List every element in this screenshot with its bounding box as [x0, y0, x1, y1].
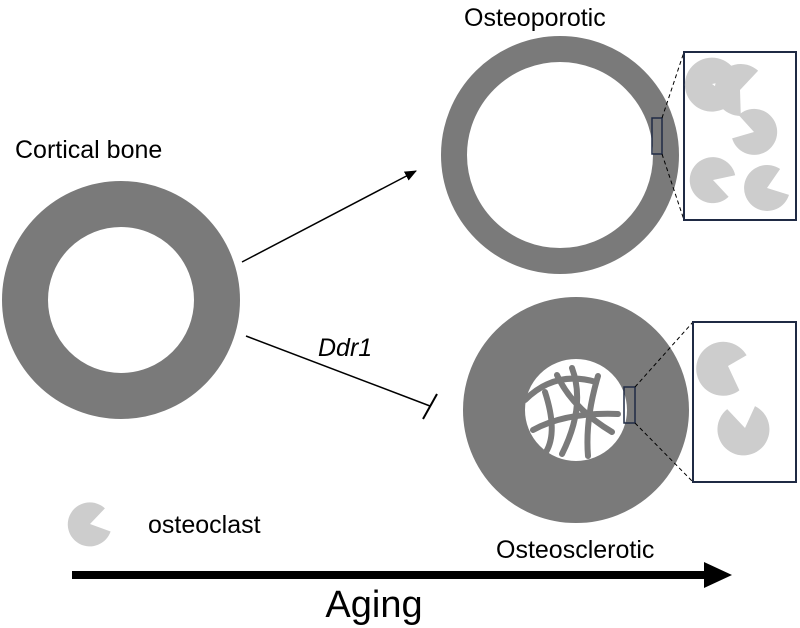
- osteosclerotic-bone-ring: [463, 297, 689, 523]
- osteoclast-shape: [744, 164, 789, 211]
- trabecular-strands: [522, 365, 621, 459]
- ddr1-label: Ddr1: [318, 334, 372, 362]
- cortical-bone-label: Cortical bone: [15, 136, 162, 164]
- osteoclast-legend-label: osteoclast: [148, 511, 261, 539]
- osteoporosis-arrow: [241, 170, 417, 263]
- zoom-guide-top: [661, 51, 685, 119]
- osteoclast-shape: [732, 108, 778, 155]
- ddr1-inhibition-line: [245, 335, 431, 407]
- osteoclast-shape: [689, 157, 736, 204]
- osteoporotic-label: Osteoporotic: [464, 4, 606, 32]
- osteoclast-shape: [696, 341, 747, 396]
- osteoclast-legend-icon: [67, 502, 111, 547]
- cortical-bone-ring: [2, 181, 240, 419]
- inhibition-bar: [422, 393, 438, 420]
- osteoporotic-bone-ring: [441, 36, 679, 274]
- zoom-guide-bottom: [661, 153, 685, 221]
- zoom-guide-top: [634, 321, 694, 388]
- osteoclast-shape: [717, 406, 770, 456]
- osteoporotic-zoom-marker: [651, 117, 663, 155]
- aging-label: Aging: [325, 584, 422, 626]
- osteoclast-shape: [714, 64, 759, 117]
- osteosclerotic-zoom-box: [692, 321, 797, 483]
- osteosclerotic-zoom-marker: [623, 386, 636, 424]
- aging-arrow-head: [704, 562, 732, 588]
- osteosclerotic-label: Osteosclerotic: [496, 536, 654, 564]
